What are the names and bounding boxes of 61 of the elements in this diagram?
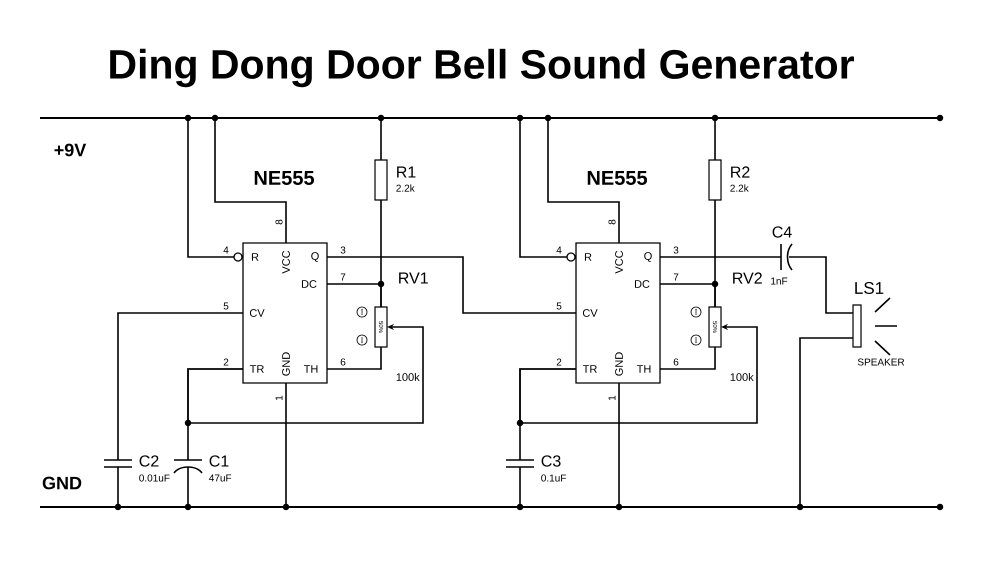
wire <box>618 383 620 507</box>
wire <box>327 283 382 307</box>
wire <box>799 337 854 507</box>
component-name: RV1 <box>399 272 428 284</box>
wire <box>380 118 382 160</box>
component-value: 100k <box>730 372 754 382</box>
component-value: 0.1uF <box>541 474 566 482</box>
pin-number: 8 <box>275 220 283 224</box>
chip-name: NE555 <box>588 171 648 185</box>
wire <box>789 256 854 314</box>
pin-number: 6 <box>674 358 678 366</box>
pin-number: 3 <box>340 246 346 254</box>
component-name: C2 <box>140 455 158 467</box>
wire <box>519 118 567 258</box>
component-name: LS1 <box>855 282 884 294</box>
wire <box>327 256 576 314</box>
wire <box>660 256 782 258</box>
pin-number: 3 <box>674 246 678 254</box>
chip-name: NE555 <box>254 171 314 185</box>
title: Ding Dong Door Bell Sound Generator <box>110 48 854 88</box>
wire <box>187 118 234 258</box>
pin-number: 6 <box>340 358 346 366</box>
pin-number: 4 <box>223 246 228 254</box>
wire <box>519 467 521 507</box>
pin-number: 4 <box>556 246 562 254</box>
pin-number: 8 <box>608 220 616 224</box>
component-value: 2.2k <box>730 184 749 192</box>
pin-number: 7 <box>674 274 678 280</box>
wire <box>117 312 243 460</box>
wire <box>327 347 382 370</box>
component-name: R2 <box>731 166 750 178</box>
component-name: C1 <box>210 455 228 467</box>
wire <box>519 368 576 460</box>
component-value: 2.2k <box>396 184 415 192</box>
rail-label: GND <box>42 476 82 490</box>
component-value: 47uF <box>209 474 232 482</box>
component-name: C4 <box>772 226 792 238</box>
pin-number: 2 <box>224 358 228 366</box>
wire <box>285 383 287 507</box>
wire <box>660 283 716 307</box>
component-value: 100k <box>396 372 420 382</box>
component-value: SPEAKER <box>858 358 904 366</box>
pin-number: 1 <box>276 396 282 400</box>
wire <box>547 118 620 243</box>
component-value: 0.01uF <box>139 474 170 482</box>
component-value: 1nF <box>771 278 788 284</box>
wire <box>714 118 716 160</box>
rail-label: +9V <box>54 144 86 156</box>
wire <box>660 347 716 370</box>
wire <box>187 467 189 507</box>
component-name: R1 <box>397 166 416 178</box>
wire <box>214 118 287 243</box>
pin-number: 2 <box>556 358 562 366</box>
pin-number: 5 <box>224 302 228 310</box>
component-name: RV2 <box>733 272 762 284</box>
pin-number: 1 <box>608 396 616 400</box>
pin-number: 5 <box>556 302 562 310</box>
component-name: C3 <box>542 455 561 467</box>
wire <box>187 368 243 460</box>
pin-number: 7 <box>340 274 346 280</box>
wire <box>117 467 119 507</box>
